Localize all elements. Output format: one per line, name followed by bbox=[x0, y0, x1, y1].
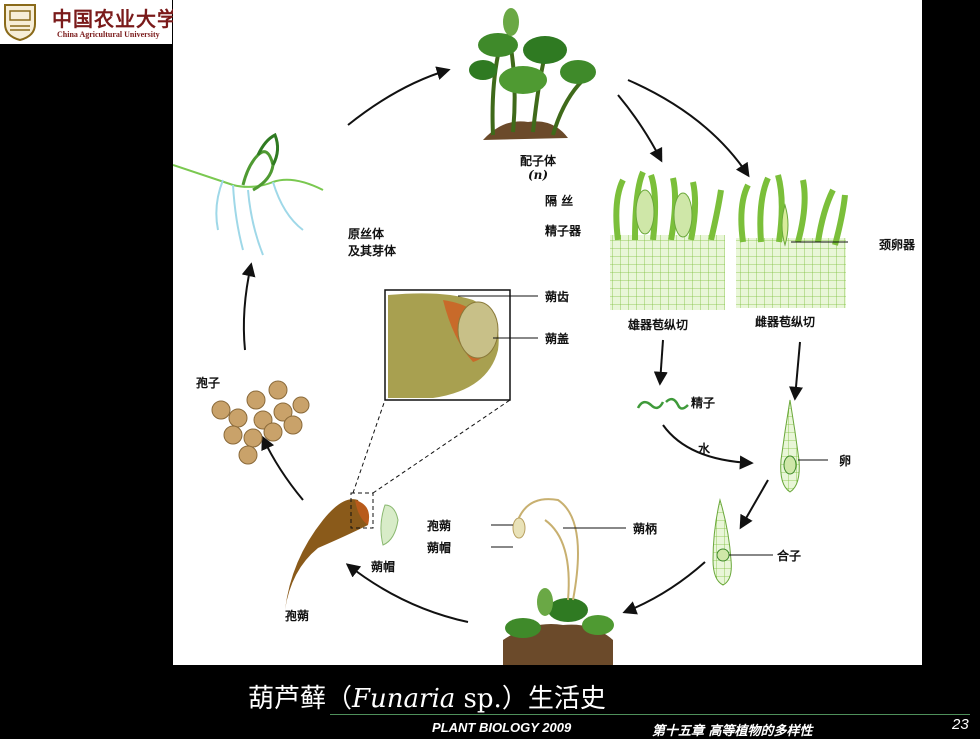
female-receptacle-section bbox=[736, 174, 848, 308]
label-zygote: 合子 bbox=[777, 549, 802, 563]
label-protonema-1: 原丝体 bbox=[348, 227, 385, 241]
protonema-illustration bbox=[173, 132, 324, 256]
gametophyte-illustration bbox=[469, 8, 596, 140]
life-cycle-diagram: 配子体 (n) 隔 丝 精子器 颈卵器 雄器苞纵切 雌器苞纵切 精子 水 卵 合… bbox=[173, 0, 922, 665]
caption-divider bbox=[330, 714, 970, 715]
egg-illustration bbox=[780, 399, 828, 493]
page-number: 23 bbox=[952, 716, 969, 733]
label-paraphysis: 隔 丝 bbox=[545, 194, 574, 208]
label-calyptra-2: 蒴帽 bbox=[371, 560, 396, 574]
label-archegonium: 颈卵器 bbox=[879, 238, 916, 252]
label-operculum: 蒴盖 bbox=[545, 332, 570, 346]
label-capsule: 孢蒴 bbox=[427, 519, 452, 533]
label-sperm: 精子 bbox=[691, 396, 716, 410]
label-antheridium: 精子器 bbox=[545, 224, 582, 238]
label-ploidy: (n) bbox=[528, 168, 549, 182]
label-capsule-stalk: 蒴柄 bbox=[633, 522, 658, 536]
caption-suffix: ）生活史 bbox=[501, 684, 606, 714]
label-protonema-2: 及其芽体 bbox=[348, 244, 397, 258]
label-gametophyte: 配子体 bbox=[520, 154, 557, 168]
label-water: 水 bbox=[698, 442, 711, 456]
label-peristome: 蒴齿 bbox=[545, 290, 570, 304]
capsule-illustration bbox=[285, 492, 399, 610]
label-egg: 卵 bbox=[839, 454, 852, 468]
caption-genus: Funaria bbox=[352, 684, 456, 714]
label-capsule-2: 孢蒴 bbox=[285, 609, 310, 623]
spores-illustration bbox=[211, 380, 310, 465]
caption-species: sp. bbox=[455, 684, 502, 714]
label-calyptra: 蒴帽 bbox=[427, 541, 452, 555]
university-name-en: China Agricultural University bbox=[57, 30, 160, 39]
university-seal-icon bbox=[4, 4, 36, 42]
capsule-enlarged bbox=[352, 289, 538, 494]
sporophyte-illustration bbox=[491, 498, 626, 665]
life-cycle-illustration bbox=[173, 8, 848, 665]
zygote-illustration bbox=[712, 498, 773, 586]
university-name-cn: 中国农业大学 bbox=[52, 7, 178, 31]
slide-caption: 葫芦藓（Funaria sp.）生活史 bbox=[248, 678, 606, 715]
label-spores: 孢子 bbox=[196, 376, 221, 390]
footer-chapter: 第十五章 高等植物的多样性 bbox=[652, 724, 813, 739]
male-receptacle-section bbox=[610, 170, 725, 310]
caption-prefix: 葫芦藓（ bbox=[248, 684, 353, 714]
university-logo: 中国农业大学 China Agricultural University bbox=[0, 0, 177, 44]
label-female-section: 雌器苞纵切 bbox=[755, 315, 816, 329]
sperm-illustration bbox=[636, 397, 689, 410]
cycle-arrows bbox=[241, 66, 803, 623]
label-male-section: 雄器苞纵切 bbox=[628, 318, 689, 332]
footer-course: PLANT BIOLOGY 2009 bbox=[432, 720, 572, 735]
